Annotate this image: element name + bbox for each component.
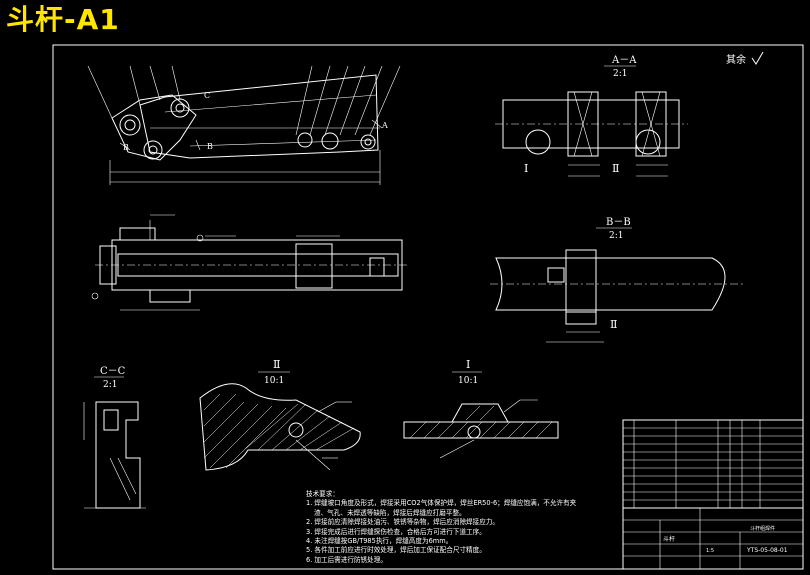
detail-ii-name: Ⅱ bbox=[273, 358, 280, 371]
section-bb-name: B－B bbox=[606, 217, 631, 228]
section-bb: B－B 2:1 Ⅱ bbox=[490, 217, 744, 343]
drawing-title: 斗杆-A1 bbox=[6, 3, 120, 36]
section-bb-scale: 2:1 bbox=[609, 231, 623, 241]
detail-ii: Ⅱ 10:1 bbox=[199, 358, 361, 471]
marker-b-2: B bbox=[207, 142, 213, 151]
section-cc: C－C 2:1 bbox=[83, 366, 146, 509]
marker-a: A bbox=[381, 121, 388, 130]
roughness-note: 其余 bbox=[726, 51, 764, 66]
tech-req-heading: 技术要求： bbox=[306, 490, 339, 498]
tech-req-item: 3. 焊接完成后进行焊缝探伤检查，合格后方可进行下道工序。 bbox=[306, 527, 486, 536]
drawing-frame bbox=[52, 44, 804, 570]
marker-c: C bbox=[204, 91, 210, 100]
parts-list bbox=[622, 419, 804, 509]
tech-req-item: 4. 未注焊缝按GB/T985执行，焊缝高度为6mm。 bbox=[306, 537, 453, 546]
detail-ii-marker-bb: Ⅱ bbox=[610, 318, 617, 331]
technical-requirements: 技术要求： 1. 焊缝坡口角度及形式，焊接采用CO2气体保护焊，焊丝ER50-6… bbox=[306, 490, 618, 565]
section-cc-scale: 2:1 bbox=[103, 380, 117, 390]
section-cc-name: C－C bbox=[100, 366, 126, 377]
title-block-part: 斗杆组焊件 bbox=[750, 525, 775, 532]
main-elevation-view: A B B C bbox=[87, 65, 401, 185]
marker-b: B bbox=[123, 143, 129, 152]
tech-req-item: 1. 焊缝坡口角度及形式，焊接采用CO2气体保护焊，焊丝ER50-6；焊缝应饱满… bbox=[306, 499, 577, 508]
roughness-note-text: 其余 bbox=[726, 53, 746, 66]
detail-i-marker: Ⅰ bbox=[524, 162, 528, 175]
detail-ii-marker-aa: Ⅱ bbox=[612, 162, 619, 175]
tech-req-item: 6. 加工后需进行防锈处理。 bbox=[306, 555, 387, 564]
detail-i: Ⅰ 10:1 bbox=[403, 358, 559, 459]
detail-i-name: Ⅰ bbox=[466, 358, 470, 371]
main-plan-view bbox=[91, 214, 410, 311]
title-block-number: YTS-05-08-01 bbox=[746, 547, 788, 554]
section-aa: A－A 2:1 Ⅰ Ⅱ bbox=[495, 55, 688, 177]
tech-req-item: 渣、气孔、未焊透等缺陷，焊接后焊缝应打磨平整。 bbox=[314, 508, 466, 517]
section-aa-scale: 2:1 bbox=[613, 69, 627, 79]
detail-i-scale: 10:1 bbox=[458, 376, 478, 386]
tech-req-item: 2. 焊接前应清除焊接处油污、铁锈等杂物，焊后应消除焊接应力。 bbox=[306, 518, 500, 527]
title-block-scale: 1:5 bbox=[706, 548, 714, 554]
tech-req-item: 5. 各件加工前应进行时效处理，焊后加工保证配合尺寸精度。 bbox=[306, 546, 486, 555]
section-aa-name: A－A bbox=[611, 55, 637, 66]
title-block: 斗杆 斗杆组焊件 YTS-05-08-01 1:5 bbox=[622, 507, 804, 570]
title-block-name: 斗杆 bbox=[663, 535, 675, 543]
detail-ii-scale: 10:1 bbox=[264, 376, 284, 386]
